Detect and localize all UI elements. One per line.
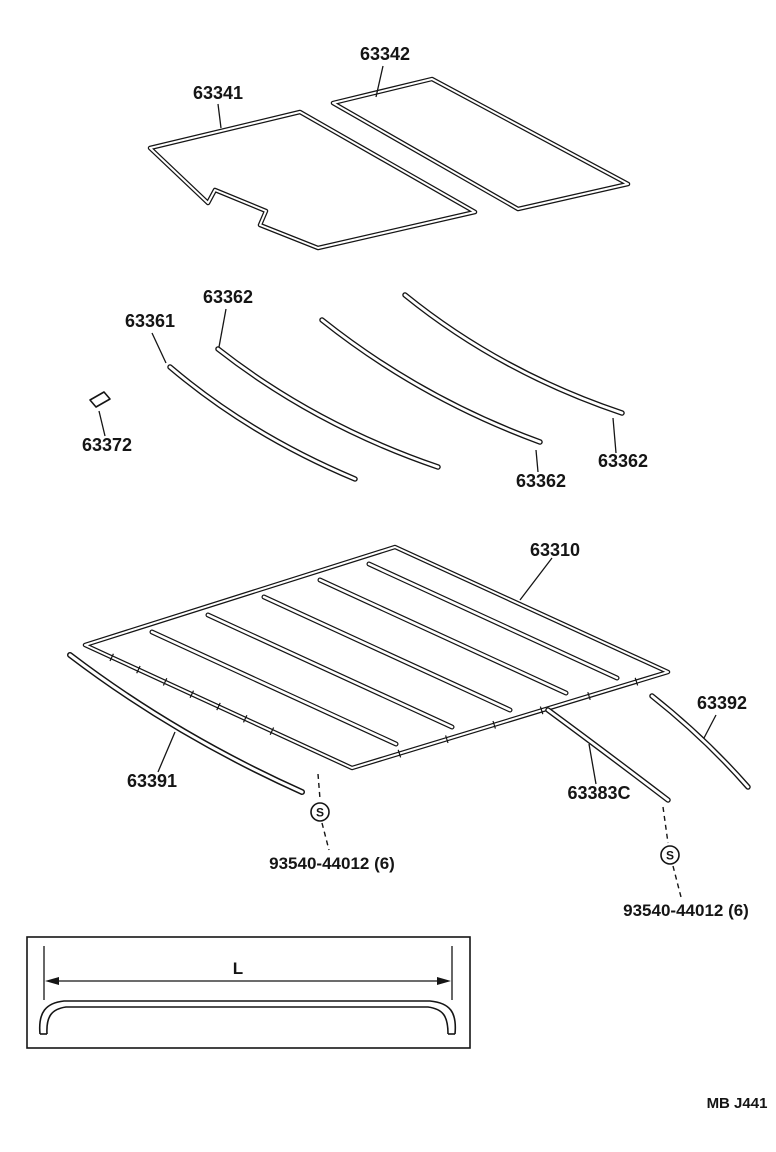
drip-moulding-front-shape <box>67 652 305 795</box>
dimension-label: L <box>233 959 243 978</box>
part-label-63341[interactable]: 63341 <box>193 83 243 103</box>
roof-bow-3-shape <box>319 317 543 445</box>
part-label-63383C[interactable]: 63383C <box>567 783 630 803</box>
dimension-detail-box: L <box>26 936 471 1049</box>
part-label-63372[interactable]: 63372 <box>82 435 132 455</box>
part-label-63392[interactable]: 63392 <box>697 693 747 713</box>
drip-moulding-rear-shape <box>649 693 751 790</box>
roof-headlining-rear-shape <box>330 76 631 212</box>
part-label-63342[interactable]: 63342 <box>360 44 410 64</box>
part-label-screw-front[interactable]: 93540-44012 (6) <box>269 854 395 873</box>
roof-headlining-front-shape <box>147 109 478 251</box>
leader-lines <box>98 65 717 785</box>
weld-tick-marks <box>109 653 639 758</box>
roof-bow-4-shape <box>402 292 625 416</box>
moulding-profile-shape <box>38 1000 457 1035</box>
screw-symbol-circle <box>310 802 330 822</box>
part-label-63362-b[interactable]: 63362 <box>516 471 566 491</box>
part-label-63362-c[interactable]: 63362 <box>598 451 648 471</box>
screw-callout-front: S <box>310 773 330 851</box>
roof-panel-ribs <box>149 561 620 747</box>
roof-bow-2-shape <box>215 346 441 470</box>
roof-panel-shape <box>82 544 671 771</box>
screw-symbol: S <box>666 849 674 863</box>
dimension-arrow <box>45 977 451 985</box>
screw-symbol: S <box>316 806 324 820</box>
part-label-63391[interactable]: 63391 <box>127 771 177 791</box>
part-label-63310[interactable]: 63310 <box>530 540 580 560</box>
roof-bow-1-shape <box>167 364 358 482</box>
screw-symbol-circle <box>660 845 680 865</box>
part-label-screw-rear[interactable]: 93540-44012 (6) <box>623 901 749 920</box>
part-label-63361[interactable]: 63361 <box>125 311 175 331</box>
figure-code: MB J441 <box>707 1095 768 1112</box>
drip-channel-rear-shape <box>545 707 671 803</box>
screw-callout-rear: S <box>660 806 682 898</box>
headlining-clip-shape <box>89 391 111 408</box>
part-label-63362-a[interactable]: 63362 <box>203 287 253 307</box>
